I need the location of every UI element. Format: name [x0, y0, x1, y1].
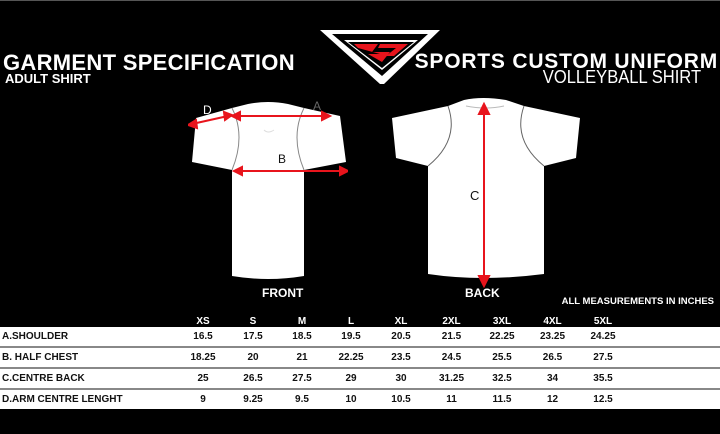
cell: 26.5 [527, 346, 578, 368]
cell: 16.5 [178, 327, 228, 347]
cell: 20.5 [376, 327, 426, 347]
spacer-cell [628, 327, 720, 347]
cell: 29 [326, 367, 376, 389]
cell: 9 [178, 388, 228, 409]
cell: 25 [178, 367, 228, 389]
size-5xl: 5XL [578, 312, 628, 327]
size-3xl: 3XL [477, 312, 527, 327]
cell: 9.5 [278, 388, 326, 409]
cell: 23.5 [376, 346, 426, 368]
cell: 23.25 [527, 327, 578, 347]
cell: 24.5 [426, 346, 477, 368]
cell: 19.5 [326, 327, 376, 347]
table-row: D.ARM CENTRE LENGHT 9 9.25 9.5 10 10.5 1… [0, 388, 720, 409]
cell: 22.25 [326, 346, 376, 368]
cell: 18.25 [178, 346, 228, 368]
front-shirt-diagram: D A B [188, 96, 348, 288]
brand-title: SPORTS CUSTOM UNIFORM [414, 50, 718, 73]
sports-s-logo-icon [318, 28, 442, 84]
row-label: D.ARM CENTRE LENGHT [0, 388, 178, 409]
size-header-row: XS S M L XL 2XL 3XL 4XL 5XL [0, 312, 720, 327]
size-s: S [228, 312, 278, 327]
size-m: M [278, 312, 326, 327]
marker-b: B [278, 152, 287, 166]
size-xl: XL [376, 312, 426, 327]
cell: 35.5 [578, 367, 628, 389]
table-row: C.CENTRE BACK 25 26.5 27.5 29 30 31.25 3… [0, 367, 720, 389]
top-border [0, 0, 720, 1]
cell: 27.5 [278, 367, 326, 389]
marker-c: C [470, 188, 480, 203]
cell: 32.5 [477, 367, 527, 389]
size-2xl: 2XL [426, 312, 477, 327]
row-label: A.SHOULDER [0, 327, 178, 347]
cell: 11 [426, 388, 477, 409]
cell: 22.25 [477, 327, 527, 347]
cell: 12 [527, 388, 578, 409]
cell: 24.25 [578, 327, 628, 347]
cell: 34 [527, 367, 578, 389]
spacer-cell [628, 367, 720, 389]
page-subtitle: ADULT SHIRT [5, 71, 91, 86]
page-title: GARMENT SPECIFICATION [3, 50, 295, 75]
cell: 10.5 [376, 388, 426, 409]
cell: 21.5 [426, 327, 477, 347]
cell: 9.25 [228, 388, 278, 409]
size-spec-table: XS S M L XL 2XL 3XL 4XL 5XL A.SHOULDER 1… [0, 312, 720, 409]
cell: 20 [228, 346, 278, 368]
cell: 18.5 [278, 327, 326, 347]
spacer-cell [628, 388, 720, 409]
cell: 17.5 [228, 327, 278, 347]
row-label: B. HALF CHEST [0, 346, 178, 368]
cell: 26.5 [228, 367, 278, 389]
cell: 10 [326, 388, 376, 409]
marker-a: A [313, 99, 322, 113]
row-label: C.CENTRE BACK [0, 367, 178, 389]
cell: 31.25 [426, 367, 477, 389]
spacer-cell [628, 346, 720, 368]
corner-cell [0, 312, 178, 327]
spacer-cell [628, 312, 720, 327]
cell: 21 [278, 346, 326, 368]
cell: 27.5 [578, 346, 628, 368]
back-shirt-diagram: C [386, 96, 582, 288]
size-l: L [326, 312, 376, 327]
back-label: BACK [465, 286, 500, 300]
marker-d: D [203, 103, 212, 117]
cell: 30 [376, 367, 426, 389]
front-label: FRONT [262, 286, 304, 300]
table-row: A.SHOULDER 16.5 17.5 18.5 19.5 20.5 21.5… [0, 327, 720, 347]
size-xs: XS [178, 312, 228, 327]
cell: 11.5 [477, 388, 527, 409]
table-row: B. HALF CHEST 18.25 20 21 22.25 23.5 24.… [0, 346, 720, 368]
cell: 25.5 [477, 346, 527, 368]
product-subtitle: VOLLEYBALL SHIRT [542, 67, 701, 87]
cell: 12.5 [578, 388, 628, 409]
size-4xl: 4XL [527, 312, 578, 327]
measurement-unit-note: ALL MEASUREMENTS IN INCHES [561, 296, 714, 307]
